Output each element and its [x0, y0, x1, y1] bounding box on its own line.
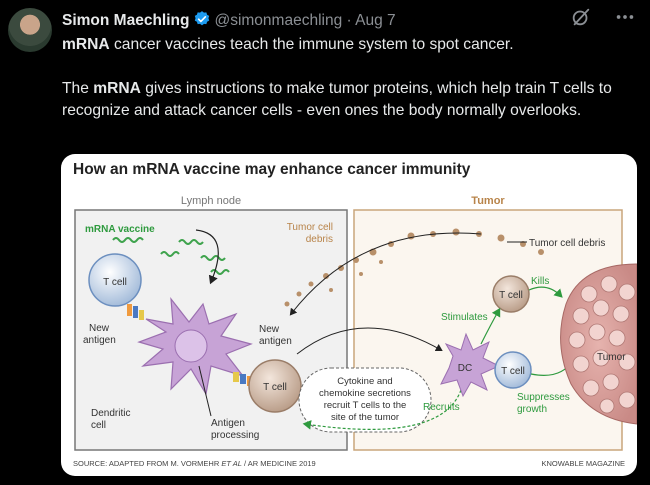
tweet-p2-text: gives instructions to make tumor protein…	[62, 80, 612, 119]
new-antigen-right-l2: antigen	[259, 336, 292, 347]
tumor-panel-label: Tumor	[471, 195, 505, 207]
kills-arrow	[528, 286, 563, 298]
cytokine-box	[298, 367, 432, 433]
tweet-p1-text: cancer vaccines teach the immune system …	[109, 36, 514, 53]
tumor-debris-left-l2: debris	[306, 234, 333, 245]
source-credit: SOURCE: ADAPTED FROM M. VORMEHR ET AL / …	[73, 459, 316, 468]
mrna-strands	[112, 237, 230, 275]
tweet-p2-pre: The	[62, 80, 94, 97]
antigen-processing-l1: Antigen	[211, 418, 245, 429]
tweet-paragraph-1: mRNA cancer vaccines teach the immune sy…	[62, 34, 642, 56]
t-cell-right-lower	[494, 351, 532, 389]
stimulates-label: Stimulates	[441, 312, 488, 323]
figure-title: How an mRNA vaccine may enhance cancer i…	[73, 161, 471, 178]
cytokine-l3: recruit T cells to the	[324, 400, 407, 411]
dc-right	[440, 332, 501, 398]
recruits-label: Recruits	[423, 402, 460, 413]
suppresses-l2: growth	[517, 404, 547, 415]
header-actions	[570, 6, 636, 28]
tumor-debris-right-label: Tumor cell debris	[529, 238, 605, 249]
new-antigen-left-l1: New	[89, 323, 110, 334]
verified-badge-icon	[193, 10, 211, 33]
dendritic-label-l1: Dendritic	[91, 408, 130, 419]
vaccine-arrow	[195, 229, 219, 285]
separator-dot: ·	[346, 12, 352, 29]
tweet-date[interactable]: Aug 7	[355, 12, 396, 29]
magazine-credit: KNOWABLE MAGAZINE	[542, 459, 626, 468]
suppresses-l1: Suppresses	[517, 392, 570, 403]
cytokine-l4: site of the tumor	[331, 412, 399, 423]
t-cell-right-upper	[492, 275, 530, 313]
mrna-vaccine-label: mRNA vaccine	[85, 224, 155, 235]
lymph-node-label: Lymph node	[181, 195, 241, 207]
kills-label: Kills	[531, 276, 549, 287]
cytokine-l2: chemokine secretions	[319, 388, 411, 399]
tumor-mass-label: Tumor	[597, 352, 626, 363]
infographic: How an mRNA vaccine may enhance cancer i…	[73, 161, 637, 468]
grok-icon[interactable]	[570, 6, 592, 28]
t-cell-right-lower-label: T cell	[501, 366, 525, 377]
tweet-text: mRNA cancer vaccines teach the immune sy…	[62, 34, 642, 122]
t-cell-middle	[248, 359, 302, 413]
new-antigen-left-l2: antigen	[83, 335, 116, 346]
debris-arrow	[289, 232, 482, 316]
author-handle[interactable]: @simonmaechling	[214, 12, 343, 29]
author-name[interactable]: Simon Maechling	[62, 12, 190, 29]
cytokine-top-arrow	[296, 327, 443, 355]
t-cell-middle-label: T cell	[263, 382, 287, 393]
more-icon[interactable]	[614, 6, 636, 28]
author-avatar[interactable]	[8, 8, 52, 52]
dc-label: DC	[458, 363, 472, 374]
t-cell-left	[88, 253, 142, 307]
antigen-processing-l2: processing	[211, 430, 259, 441]
tweet-header: Simon Maechling @simonmaechling · Aug 7	[62, 10, 650, 30]
dendritic-label-l2: cell	[91, 420, 106, 431]
new-antigen-right-l1: New	[259, 324, 280, 335]
t-cell-left-label: T cell	[103, 277, 127, 288]
tweet-paragraph-2: The mRNA gives instructions to make tumo…	[62, 78, 642, 122]
t-cell-right-upper-label: T cell	[499, 290, 523, 301]
media-card[interactable]: How an mRNA vaccine may enhance cancer i…	[61, 154, 637, 476]
stimulates-arrow	[480, 307, 501, 345]
dendritic-nucleus	[174, 329, 208, 363]
tweet-bold-mrna-2: mRNA	[93, 80, 141, 97]
antigen-processing-pointer	[198, 365, 212, 417]
cytokine-l1: Cytokine and	[337, 376, 392, 387]
tumor-mass	[560, 263, 637, 425]
tumor-debris-left-l1: Tumor cell	[287, 222, 333, 233]
tweet-bold-mrna: mRNA	[62, 36, 110, 53]
receptor-left	[127, 304, 144, 320]
